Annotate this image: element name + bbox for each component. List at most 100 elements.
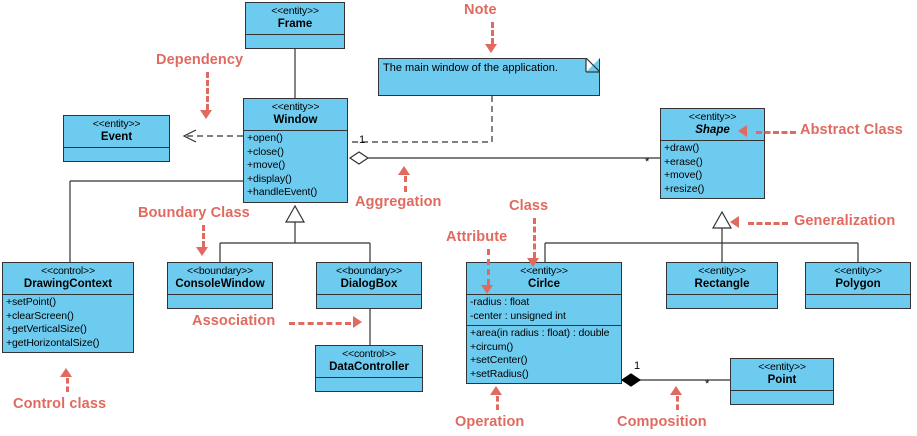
class-header-frame: <<entity>> Frame — [246, 3, 344, 35]
operation-item: +resize() — [664, 182, 705, 195]
class-header-dialogbox: <<boundary>> DialogBox — [317, 263, 421, 295]
stereotype-label: <<control>> — [41, 265, 95, 277]
operation-item: +setRadius() — [470, 367, 529, 380]
annotation-leader-generalization — [748, 222, 788, 225]
annotation-arrow-generalization-icon — [730, 216, 739, 228]
annotation-arrow-composition-icon — [670, 386, 682, 395]
attributes-compartment — [667, 295, 777, 308]
class-name-label: Event — [100, 131, 133, 143]
class-header-circle: <<entity>> Cirlce — [467, 263, 621, 295]
stereotype-label: <<entity>> — [758, 361, 806, 373]
operation-item: +move() — [664, 169, 703, 181]
class-box-dialogbox[interactable]: <<boundary>> DialogBox — [316, 262, 422, 309]
attributes-compartment — [246, 35, 344, 48]
class-name-label: Window — [273, 114, 318, 126]
annotation-arrow-control-class-icon — [60, 368, 72, 377]
note-text: The main window of the application. — [383, 62, 558, 74]
operations-compartment: +open() +close() +move() +display() +han… — [244, 131, 347, 202]
class-name-label: Frame — [277, 18, 313, 30]
class-header-rectangle: <<entity>> Rectangle — [667, 263, 777, 295]
annotation-dependency: Dependency — [156, 52, 244, 68]
annotation-arrow-boundary-class-icon — [196, 247, 208, 256]
operation-item: +draw() — [664, 142, 700, 154]
operation-item: +circum() — [470, 340, 514, 353]
stereotype-label: <<entity>> — [92, 118, 141, 130]
multiplicity-window-aggregation: 1 — [359, 134, 366, 146]
stereotype-label: <<entity>> — [520, 265, 568, 277]
class-header-event: <<entity>> Event — [64, 116, 169, 148]
operation-item: +area(in radius : float) : double — [470, 327, 610, 339]
operation-item: +clearScreen() — [6, 309, 74, 322]
class-name-label: DialogBox — [340, 278, 398, 290]
class-box-polygon[interactable]: <<entity>> Polygon — [805, 262, 911, 309]
stereotype-label: <<entity>> — [698, 265, 746, 277]
class-header-window: <<entity>> Window — [244, 99, 347, 131]
stereotype-label: <<entity>> — [688, 111, 737, 123]
annotation-leader-note — [491, 22, 494, 44]
class-box-circle[interactable]: <<entity>> Cirlce -radius : float -cente… — [466, 262, 622, 384]
multiplicity-point-composition: * — [705, 378, 710, 390]
annotation-arrow-attribute-icon — [481, 285, 493, 294]
attribute-item: -center : unsigned int — [470, 309, 566, 322]
annotation-note: Note — [464, 2, 497, 18]
class-name-label: Shape — [695, 124, 730, 136]
stereotype-label: <<entity>> — [271, 5, 319, 17]
note-box[interactable]: The main window of the application. — [378, 58, 600, 96]
class-header-consolewindow: <<boundary>> ConsoleWindow — [168, 263, 272, 295]
attribute-item: -radius : float — [470, 296, 530, 308]
annotation-arrow-dependency-icon — [200, 110, 212, 119]
annotation-abstract-class: Abstract Class — [800, 122, 903, 138]
class-box-point[interactable]: <<entity>> Point — [730, 358, 834, 405]
attributes-compartment — [317, 295, 421, 308]
annotation-composition: Composition — [617, 414, 707, 430]
operations-compartment: +area(in radius : float) : double +circu… — [467, 326, 621, 383]
class-box-shape[interactable]: <<entity>> Shape +draw() +erase() +move(… — [660, 108, 765, 199]
class-box-drawingcontext[interactable]: <<control>> DrawingContext +setPoint() +… — [2, 262, 134, 353]
class-header-point: <<entity>> Point — [731, 359, 833, 391]
annotation-operation: Operation — [455, 414, 525, 430]
operations-compartment: +setPoint() +clearScreen() +getVerticalS… — [3, 295, 133, 352]
class-header-datacontroller: <<control>> DataController — [316, 346, 422, 378]
stereotype-label: <<entity>> — [834, 265, 882, 277]
annotation-leader-attribute — [487, 249, 490, 285]
operation-item: +handleEvent() — [247, 186, 318, 198]
annotation-arrow-operation-icon — [490, 386, 502, 395]
annotation-leader-dependency — [206, 72, 209, 110]
attributes-compartment — [731, 391, 833, 404]
attributes-compartment — [316, 378, 422, 391]
multiplicity-shape-aggregation: * — [645, 156, 650, 168]
class-name-label: Rectangle — [694, 278, 750, 290]
class-box-rectangle[interactable]: <<entity>> Rectangle — [666, 262, 778, 309]
operation-item: +erase() — [664, 155, 703, 168]
class-header-polygon: <<entity>> Polygon — [806, 263, 910, 295]
annotation-class: Class — [509, 198, 549, 214]
class-header-shape: <<entity>> Shape — [661, 109, 764, 141]
attributes-compartment — [168, 295, 272, 308]
class-box-consolewindow[interactable]: <<boundary>> ConsoleWindow — [167, 262, 273, 309]
operation-item: +display() — [247, 172, 292, 185]
annotation-boundary-class: Boundary Class — [138, 205, 250, 221]
operation-item: +move() — [247, 159, 286, 171]
class-box-datacontroller[interactable]: <<control>> DataController — [315, 345, 423, 392]
stereotype-label: <<boundary>> — [336, 265, 402, 277]
attributes-compartment: -radius : float -center : unsigned int — [467, 295, 621, 326]
annotation-leader-operation — [496, 396, 499, 410]
operations-compartment: +draw() +erase() +move() +resize() — [661, 141, 764, 198]
operation-item: +getHorizontalSize() — [6, 336, 100, 349]
annotation-leader-boundary-class — [202, 225, 205, 247]
operation-item: +open() — [247, 132, 283, 144]
annotation-arrow-abstract-class-icon — [738, 125, 747, 137]
operation-item: +setCenter() — [470, 354, 528, 366]
class-box-event[interactable]: <<entity>> Event — [63, 115, 170, 162]
annotation-attribute: Attribute — [446, 229, 508, 245]
class-box-window[interactable]: <<entity>> Window +open() +close() +move… — [243, 98, 348, 203]
annotation-generalization: Generalization — [794, 213, 896, 229]
operation-item: +close() — [247, 145, 284, 158]
stereotype-label: <<control>> — [342, 348, 396, 360]
class-box-frame[interactable]: <<entity>> Frame — [245, 2, 345, 49]
annotation-leader-composition — [676, 396, 679, 410]
class-name-label: DrawingContext — [23, 278, 113, 290]
annotation-leader-aggregation — [404, 176, 407, 192]
class-name-label: DataController — [329, 361, 409, 373]
